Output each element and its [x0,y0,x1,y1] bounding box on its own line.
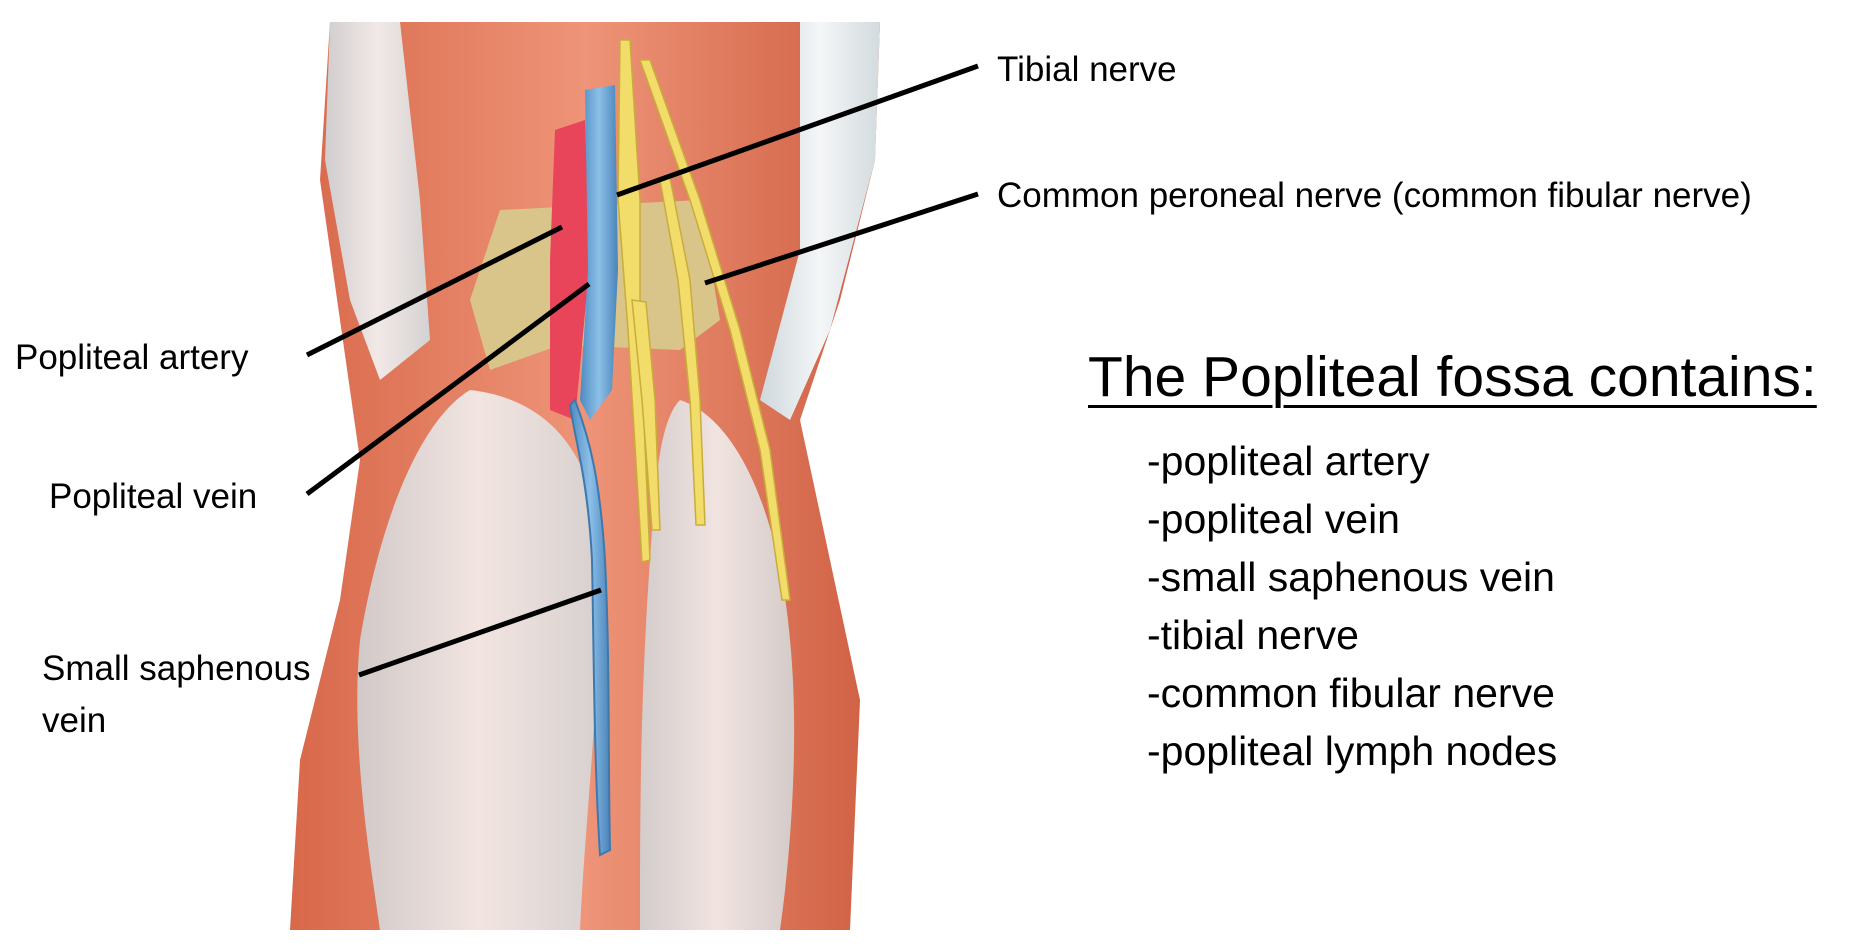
leader-line-common-peroneal-nerve [704,191,979,286]
small-saphenous-vein [568,398,612,857]
list-item: -small saphenous vein [1147,554,1555,600]
leader-line-popliteal-vein [305,281,591,497]
sural-nerve-branch [659,177,706,526]
label-tibial-nerve: Tibial nerve [997,50,1177,89]
leader-lines [305,63,979,678]
list-item: -popliteal vein [1147,496,1400,542]
leader-line-popliteal-artery [305,224,564,358]
leader-line-small-saphenous-vein [358,587,602,678]
label-common-peroneal-nerve: Common peroneal nerve (common fibular ne… [997,176,1752,215]
semitendinosus-tendon [325,22,430,380]
list-item: -tibial nerve [1147,612,1359,658]
common-fibular-nerve [638,59,791,601]
leg-illustration [290,22,880,930]
label-small-saphenous-vein-line1: Small saphenous [42,649,311,688]
contents-list: -popliteal artery -popliteal vein -small… [1147,432,1557,780]
leader-line-tibial-nerve [616,63,979,198]
list-item: -common fibular nerve [1147,670,1555,716]
label-popliteal-artery: Popliteal artery [15,338,249,377]
label-small-saphenous-vein-line2: vein [42,701,107,740]
contents-heading: The Popliteal fossa contains: [1088,345,1817,409]
gastrocnemius-medial-head [357,390,600,930]
tibial-nerve-branch [631,299,661,531]
gastrocnemius-lateral-head [640,400,795,930]
list-item: -popliteal artery [1147,438,1430,484]
popliteal-vein [580,85,618,420]
label-popliteal-vein: Popliteal vein [49,477,258,516]
list-item: -popliteal lymph nodes [1147,728,1558,774]
biceps-femoris-tendon [760,22,880,420]
popliteal-artery [550,120,590,420]
